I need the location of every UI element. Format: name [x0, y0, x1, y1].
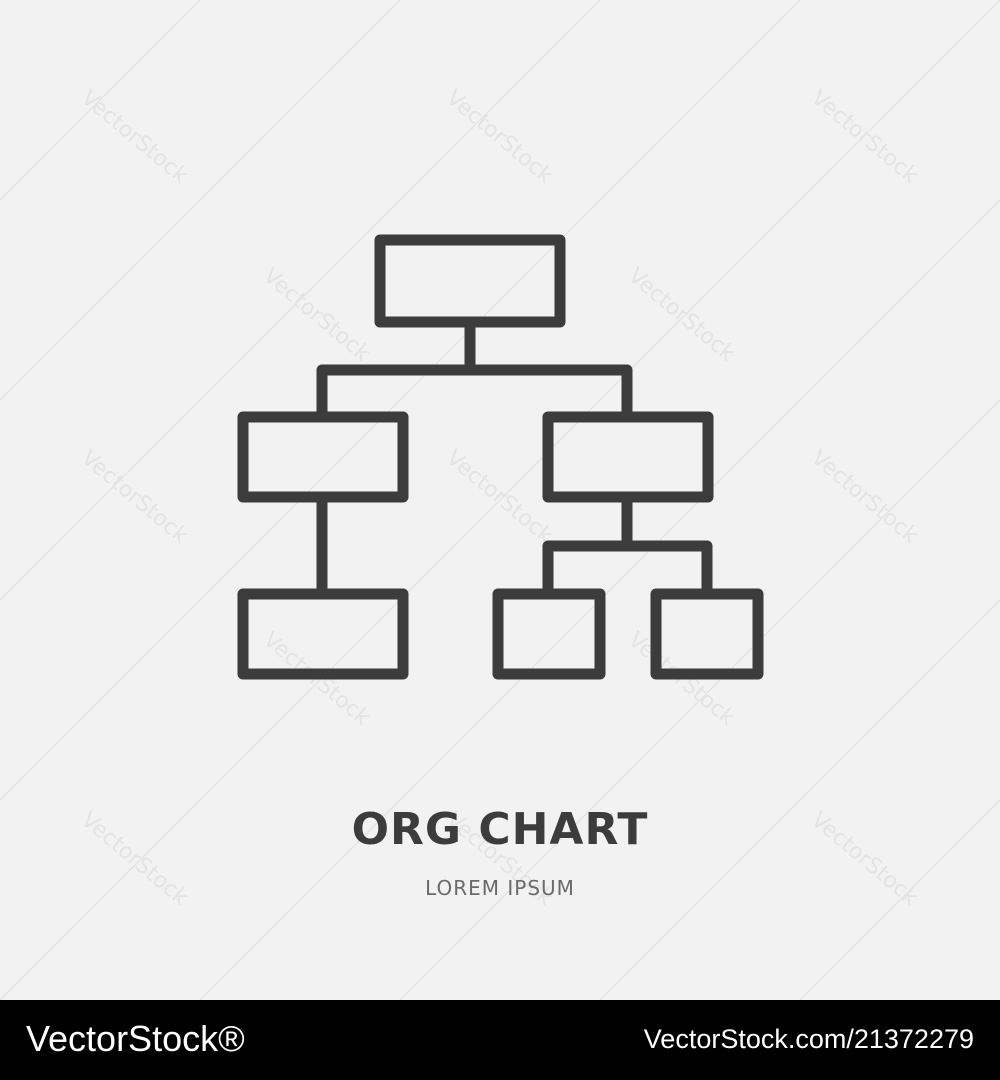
caption-subtitle: LOREM IPSUM	[425, 876, 575, 900]
caption-title: ORG CHART	[351, 804, 649, 855]
middle-bottom-node-box	[492, 588, 606, 680]
left-mid-node-box	[237, 411, 409, 503]
connector-top-branch	[316, 364, 633, 423]
footer-bar: VectorStock® VectorStock.com/21372279	[0, 1000, 1000, 1080]
top-node-box	[374, 234, 566, 328]
footer-url: VectorStock.com/21372279	[643, 1024, 974, 1054]
right-bottom-node-box	[650, 588, 764, 680]
org-chart-icon	[237, 234, 764, 680]
right-mid-node-box	[542, 411, 714, 503]
connector-right-branch	[542, 540, 713, 600]
footer-brand: VectorStock®	[26, 1018, 245, 1059]
left-bottom-node-box	[237, 588, 409, 680]
